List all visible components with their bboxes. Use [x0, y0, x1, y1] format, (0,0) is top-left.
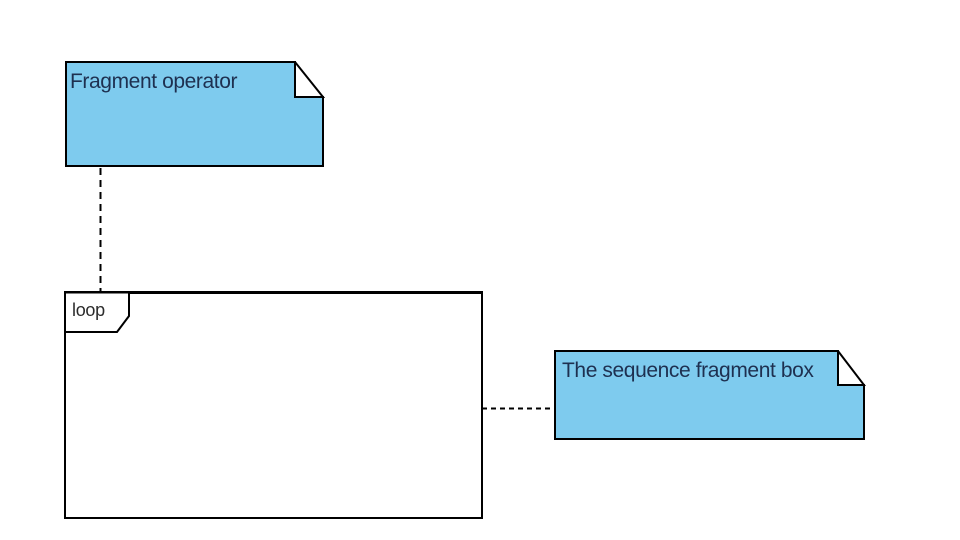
note-shape-svg — [554, 350, 866, 440]
note-folded-corner-icon — [837, 350, 866, 386]
note-folded-corner-icon — [294, 61, 325, 98]
fragment-operator-pentagon — [64, 291, 130, 333]
note-text: Fragment operator — [70, 70, 238, 93]
pentagon-shape — [64, 291, 130, 333]
note-text: The sequence fragment box — [562, 359, 814, 382]
note-fragment-operator: Fragment operator — [65, 61, 325, 168]
note-sequence-fragment-box: The sequence fragment box — [554, 350, 866, 441]
sequence-fragment-box — [64, 291, 483, 519]
fragment-operator-label: loop — [72, 300, 105, 320]
note-shape-svg — [65, 61, 325, 167]
